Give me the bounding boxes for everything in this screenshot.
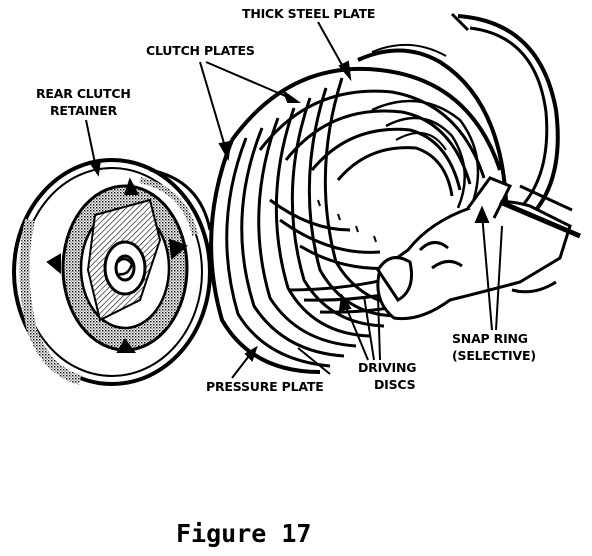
label-driving-line1: DRIVING [358,360,416,375]
label-thick-steel-plate: THICK STEEL PLATE [242,6,375,21]
hand-with-screwdriver-drawing [376,176,581,321]
label-rear-clutch-line1: REAR CLUTCH [36,86,131,101]
leader-lines [85,21,503,379]
rear-clutch-retainer-drawing [12,158,212,386]
label-snap-ring-line1: SNAP RING [452,331,528,346]
label-pressure-plate: PRESSURE PLATE [206,379,324,394]
label-snap-ring-line2: (SELECTIVE) [452,348,536,363]
label-clutch-plates: CLUTCH PLATES [146,43,255,58]
label-rear-clutch-line2: RETAINER [50,103,118,118]
label-driving-line2: DISCS [374,377,416,392]
figure-caption: Figure 17 [176,519,311,548]
clutch-plate-stack-drawing [209,43,509,374]
